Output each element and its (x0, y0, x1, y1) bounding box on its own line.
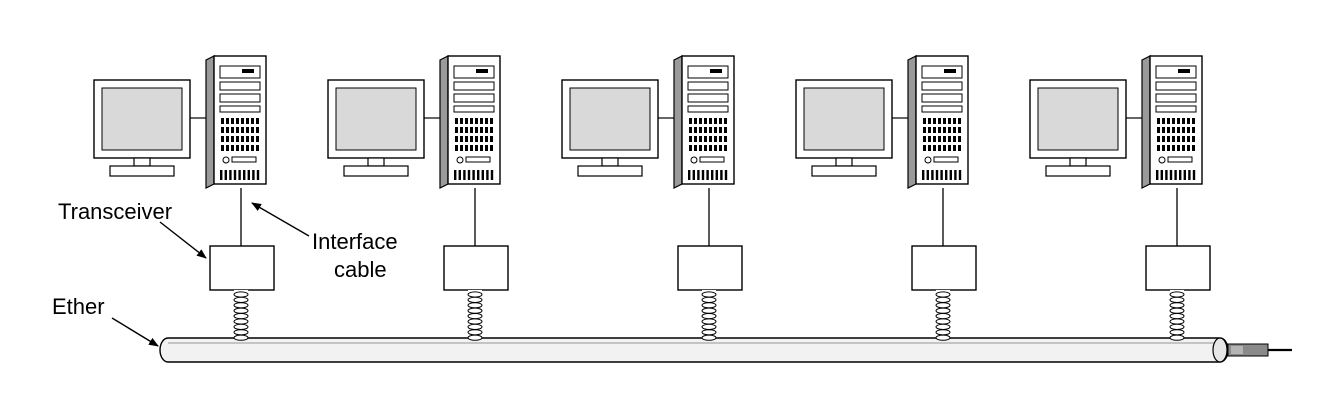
tower-icon (439, 55, 501, 189)
annotation-arrows (111, 202, 310, 347)
interface-cable-label-line2: cable (334, 257, 387, 282)
transceiver-label: Transceiver (58, 199, 173, 224)
station-2 (327, 55, 509, 341)
transceiver-box (443, 245, 509, 291)
monitor-icon (795, 79, 893, 177)
monitor-icon (327, 79, 425, 177)
transceiver-pointer (159, 221, 207, 259)
stations-group (93, 55, 1211, 341)
station-3 (561, 55, 743, 341)
tap-coil (233, 290, 249, 341)
station-4 (795, 55, 977, 341)
tower-icon (673, 55, 735, 189)
tower-icon (907, 55, 969, 189)
station-1 (93, 55, 275, 341)
interface-cable-label-line1: Interface (312, 229, 398, 254)
tower-icon (1141, 55, 1203, 189)
tap-coil (1169, 290, 1185, 341)
tap-coil (701, 290, 717, 341)
transceiver-box (1145, 245, 1211, 291)
tower-icon (205, 55, 267, 189)
ether-label: Ether (52, 294, 105, 319)
transceiver-box (677, 245, 743, 291)
monitor-icon (1029, 79, 1127, 177)
ether-pointer (111, 317, 159, 347)
tap-coil (935, 290, 951, 341)
monitor-icon (93, 79, 191, 177)
transceiver-box (209, 245, 275, 291)
tap-coil (467, 290, 483, 341)
monitor-icon (561, 79, 659, 177)
station-5 (1029, 55, 1211, 341)
interface-cable-pointer (251, 202, 310, 237)
ether-cable (159, 337, 1292, 363)
transceiver-box (911, 245, 977, 291)
